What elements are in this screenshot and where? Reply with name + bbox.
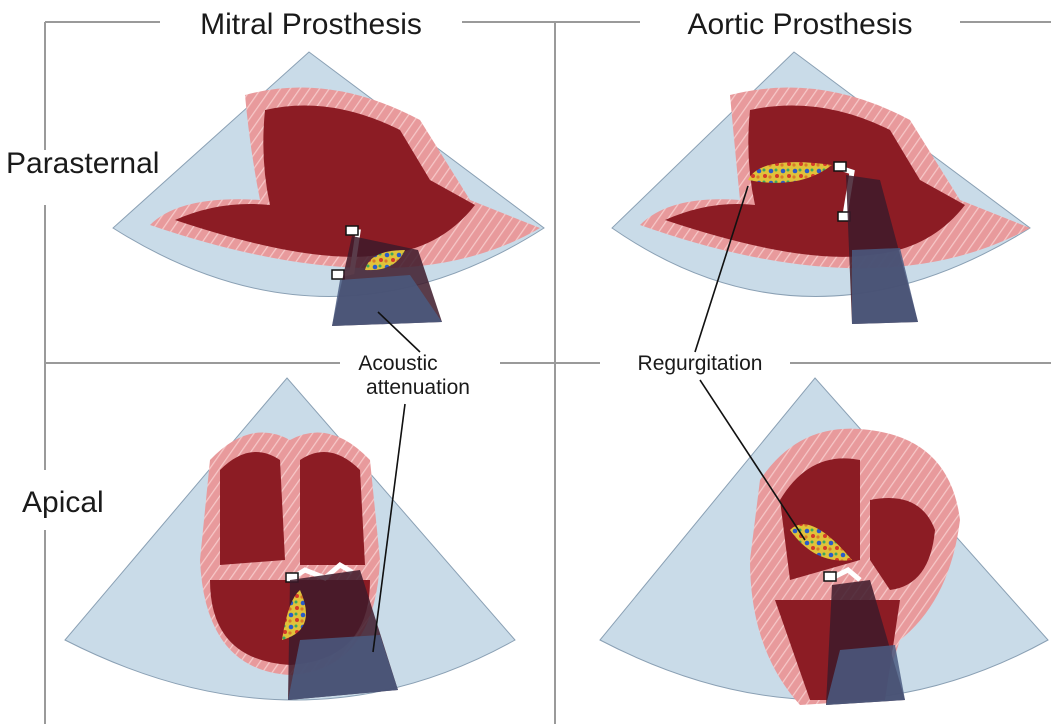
valve-sewing-ring — [824, 572, 836, 581]
left-ventricle — [220, 452, 285, 565]
panel-aortic-parasternal — [612, 52, 1030, 324]
valve-sewing-ring — [346, 226, 358, 235]
row-label-apical: Apical — [22, 486, 104, 519]
panel-mitral-parasternal — [113, 52, 544, 326]
valve-sewing-ring — [834, 162, 846, 171]
annotation-acoustic-line2: attenuation — [366, 376, 470, 399]
right-ventricle — [300, 452, 365, 565]
column-title-mitral: Mitral Prosthesis — [200, 8, 422, 41]
attenuation-beam — [288, 635, 398, 700]
annotation-regurgitation: Regurgitation — [638, 352, 763, 375]
panel-aortic-apical — [600, 378, 1048, 705]
row-label-parasternal: Parasternal — [6, 147, 159, 180]
panel-mitral-apical — [65, 378, 515, 700]
annotation-acoustic-line1: Acoustic — [358, 352, 437, 375]
column-title-aortic: Aortic Prosthesis — [687, 8, 912, 41]
